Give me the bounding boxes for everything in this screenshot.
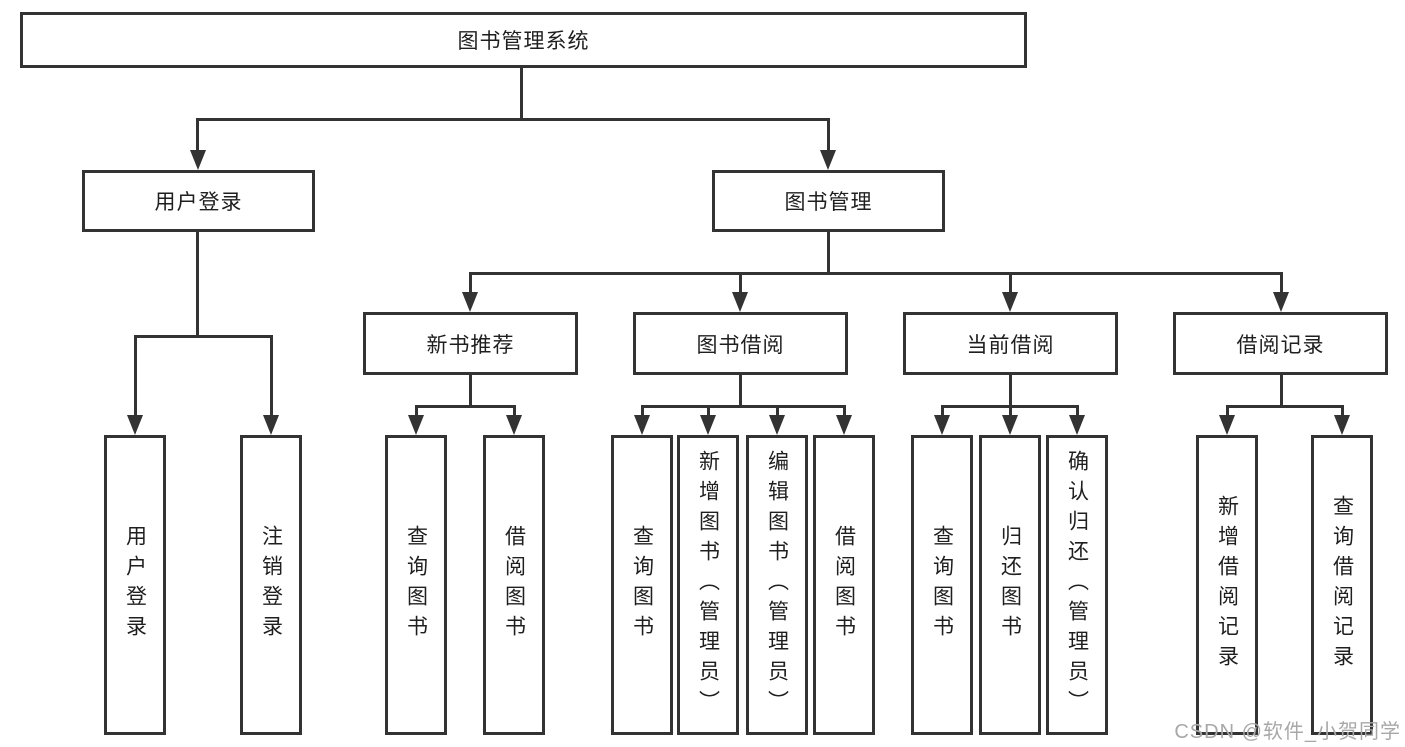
leaf-recommend-query-books: 查询图书 — [385, 435, 447, 735]
arrow-down-icon — [1002, 292, 1018, 312]
arrow-down-icon — [732, 292, 748, 312]
arrow-down-icon — [1069, 415, 1085, 435]
connector-line — [1009, 375, 1012, 408]
arrow-down-icon — [263, 415, 279, 435]
arrow-down-icon — [127, 415, 143, 435]
arrow-down-icon — [506, 415, 522, 435]
arrow-down-icon — [769, 415, 785, 435]
connector-line — [270, 335, 273, 417]
node-book-management-label: 图书管理 — [784, 191, 873, 214]
leaf-return-books: 归还图书 — [979, 435, 1041, 735]
arrow-down-icon — [1002, 415, 1018, 435]
node-current-borrowing: 当前借阅 — [903, 312, 1118, 375]
node-user-login: 用户登录 — [82, 170, 315, 232]
node-book-management: 图书管理 — [712, 170, 945, 232]
connector-line — [843, 405, 846, 419]
node-library-system-label: 图书管理系统 — [457, 30, 590, 53]
connector-line — [739, 375, 742, 408]
leaf-user-login-label: 用户登录 — [123, 525, 147, 645]
leaf-recommend-borrow-books: 借阅图书 — [483, 435, 545, 735]
connector-line — [641, 405, 644, 419]
connector-line — [1280, 375, 1283, 408]
leaf-current-query-books-label: 查询图书 — [930, 525, 954, 645]
connector-line — [827, 232, 830, 274]
connector-line — [469, 375, 472, 408]
leaf-query-borrow-record-label: 查询借阅记录 — [1330, 495, 1354, 675]
connector-line — [1009, 405, 1012, 419]
connector-line — [415, 405, 418, 419]
connector-line — [1226, 405, 1344, 408]
connector-line — [1076, 405, 1079, 419]
connector-line — [196, 118, 199, 154]
leaf-confirm-return-admin-label: 确认归还（管理员） — [1065, 450, 1089, 720]
leaf-add-books-admin: 新增图书（管理员） — [677, 435, 739, 735]
leaf-return-books-label: 归还图书 — [998, 525, 1022, 645]
node-library-system: 图书管理系统 — [20, 12, 1027, 68]
arrow-down-icon — [408, 415, 424, 435]
arrow-down-icon — [700, 415, 716, 435]
node-user-login-label: 用户登录 — [154, 191, 243, 214]
node-current-borrowing-label: 当前借阅 — [966, 333, 1055, 357]
leaf-borrow-books: 借阅图书 — [813, 435, 875, 735]
connector-line — [469, 272, 472, 296]
node-new-book-recommendation: 新书推荐 — [363, 312, 578, 375]
node-book-borrowing: 图书借阅 — [633, 312, 848, 375]
connector-line — [641, 405, 846, 408]
connector-line — [520, 68, 523, 118]
connector-line — [1280, 272, 1283, 296]
leaf-edit-books-admin-label: 编辑图书（管理员） — [765, 450, 789, 720]
connector-line — [707, 405, 710, 419]
leaf-borrow-query-books: 查询图书 — [611, 435, 673, 735]
connector-line — [1341, 405, 1344, 419]
arrow-down-icon — [1334, 415, 1350, 435]
leaf-add-borrow-record-label: 新增借阅记录 — [1215, 495, 1239, 675]
leaf-logout: 注销登录 — [240, 435, 302, 735]
connector-line — [469, 272, 1283, 275]
arrow-down-icon — [820, 150, 836, 170]
arrow-down-icon — [462, 292, 478, 312]
connector-line — [1009, 272, 1012, 296]
node-new-book-recommendation-label: 新书推荐 — [426, 333, 515, 357]
connector-line — [739, 272, 742, 296]
connector-line — [941, 405, 944, 419]
node-book-borrowing-label: 图书借阅 — [696, 333, 785, 357]
leaf-add-borrow-record: 新增借阅记录 — [1196, 435, 1258, 735]
arrow-down-icon — [190, 150, 206, 170]
leaf-recommend-query-books-label: 查询图书 — [404, 525, 428, 645]
leaf-edit-books-admin: 编辑图书（管理员） — [746, 435, 808, 735]
arrow-down-icon — [1273, 292, 1289, 312]
leaf-borrow-books-label: 借阅图书 — [832, 525, 856, 645]
connector-line — [196, 232, 199, 337]
node-borrowing-records: 借阅记录 — [1173, 312, 1388, 375]
connector-line — [134, 335, 273, 338]
arrow-down-icon — [836, 415, 852, 435]
watermark: CSDN @软件_小贺同学 — [1174, 721, 1401, 743]
connector-line — [196, 118, 830, 121]
arrow-down-icon — [634, 415, 650, 435]
connector-line — [1226, 405, 1229, 419]
leaf-confirm-return-admin: 确认归还（管理员） — [1046, 435, 1108, 735]
leaf-recommend-borrow-books-label: 借阅图书 — [502, 525, 526, 645]
connector-line — [415, 405, 516, 408]
node-borrowing-records-label: 借阅记录 — [1236, 333, 1325, 357]
arrow-down-icon — [1219, 415, 1235, 435]
leaf-query-borrow-record: 查询借阅记录 — [1311, 435, 1373, 735]
leaf-current-query-books: 查询图书 — [911, 435, 973, 735]
arrow-down-icon — [934, 415, 950, 435]
leaf-add-books-admin-label: 新增图书（管理员） — [696, 450, 720, 720]
connector-line — [776, 405, 779, 419]
leaf-borrow-query-books-label: 查询图书 — [630, 525, 654, 645]
connector-line — [134, 335, 137, 417]
connector-line — [827, 118, 830, 154]
leaf-user-login: 用户登录 — [104, 435, 166, 735]
connector-line — [513, 405, 516, 419]
leaf-logout-label: 注销登录 — [259, 525, 283, 645]
